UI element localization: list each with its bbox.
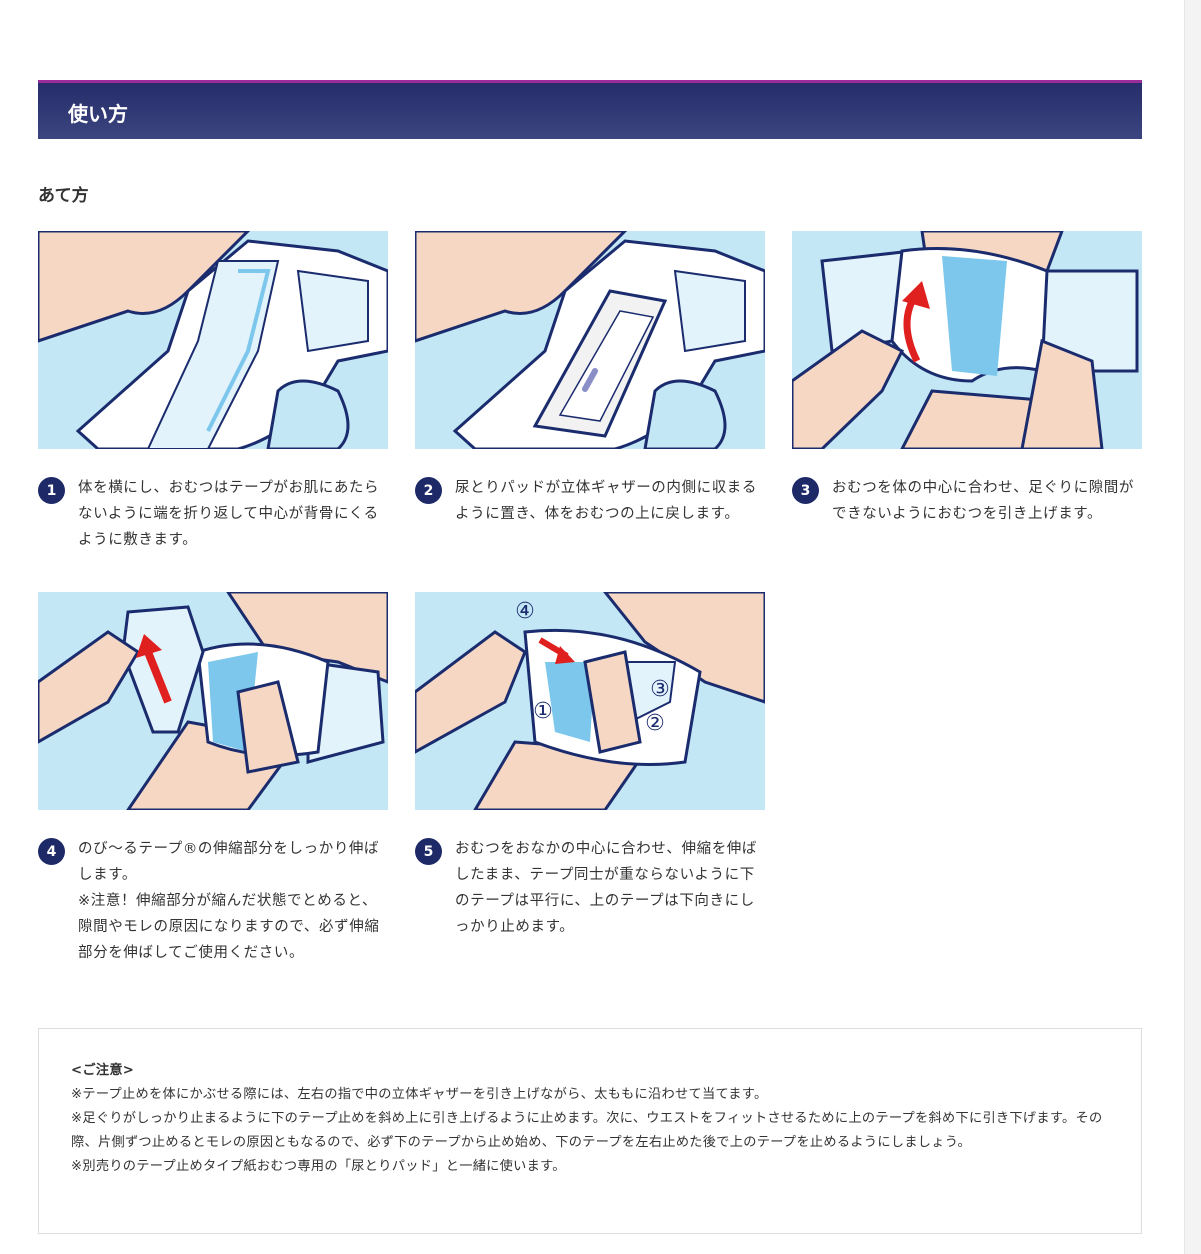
- step-5-text: おむつをおなかの中心に合わせ、伸縮を伸ばしたまま、テープ同士が重ならないように下…: [455, 841, 757, 935]
- tape-label-2: ②: [645, 711, 665, 736]
- step-1-illustration: [38, 231, 388, 449]
- notice-item: ※テープ止めを体にかぶせる際には、左右の指で中の立体ギャザーを引き上げながら、太…: [71, 1087, 768, 1102]
- step-number-badge: 5: [415, 838, 442, 865]
- notice-item: ※別売りのテープ止めタイプ紙おむつ専用の「尿とりパッド」と一緒に使います。: [71, 1159, 566, 1174]
- notice-title: <ご注意>: [71, 1063, 135, 1078]
- tape-label-3: ③: [650, 677, 670, 702]
- step-2-text: 尿とりパッドが立体ギャザーの内側に収まるように置き、体をおむつの上に戻します。: [455, 480, 757, 522]
- subheading: あて方: [38, 186, 89, 206]
- step-3-text: おむつを体の中心に合わせ、足ぐりに隙間ができないようにおむつを引き上げます。: [832, 480, 1134, 522]
- notice-item: ※足ぐりがしっかり止まるように下のテープ止めを斜め上に引き上げるように止めます。…: [71, 1111, 1103, 1150]
- page-scrollbar[interactable]: [1184, 0, 1201, 1254]
- step-1: 1 体を横にし、おむつはテープがお肌にあたらないように端を折り返して中心が背骨に…: [38, 231, 388, 553]
- step-number-badge: 4: [38, 838, 65, 865]
- step-1-text: 体を横にし、おむつはテープがお肌にあたらないように端を折り返して中心が背骨にくる…: [78, 480, 380, 548]
- notice-box: <ご注意> ※テープ止めを体にかぶせる際には、左右の指で中の立体ギャザーを引き上…: [38, 1028, 1142, 1234]
- section-header: 使い方: [38, 80, 1142, 139]
- step-2-illustration: [415, 231, 765, 449]
- step-4-illustration: [38, 592, 388, 810]
- step-4-caution: ※注意！伸縮部分が縮んだ状態でとめると、隙間やモレの原因になりますので、必ず伸縮…: [78, 893, 380, 961]
- tape-label-1: ①: [533, 699, 553, 724]
- step-4-text: のび～るテープ®の伸縮部分をしっかり伸ばします。: [78, 841, 380, 883]
- step-5-illustration: ④ ③ ② ①: [415, 592, 765, 810]
- step-3-illustration: [792, 231, 1142, 449]
- step-2: 2 尿とりパッドが立体ギャザーの内側に収まるように置き、体をおむつの上に戻します…: [415, 231, 765, 527]
- step-number-badge: 3: [792, 477, 819, 504]
- tape-label-4: ④: [515, 599, 535, 624]
- step-5: ④ ③ ② ① 5 おむつをおなかの中心に合わせ、伸縮を伸ばしたまま、テープ同士…: [415, 592, 765, 940]
- step-number-badge: 2: [415, 477, 442, 504]
- step-number-badge: 1: [38, 477, 65, 504]
- step-4: 4 のび～るテープ®の伸縮部分をしっかり伸ばします。 ※注意！伸縮部分が縮んだ状…: [38, 592, 388, 966]
- section-title: 使い方: [68, 102, 128, 126]
- step-3: 3 おむつを体の中心に合わせ、足ぐりに隙間ができないようにおむつを引き上げます。: [792, 231, 1142, 527]
